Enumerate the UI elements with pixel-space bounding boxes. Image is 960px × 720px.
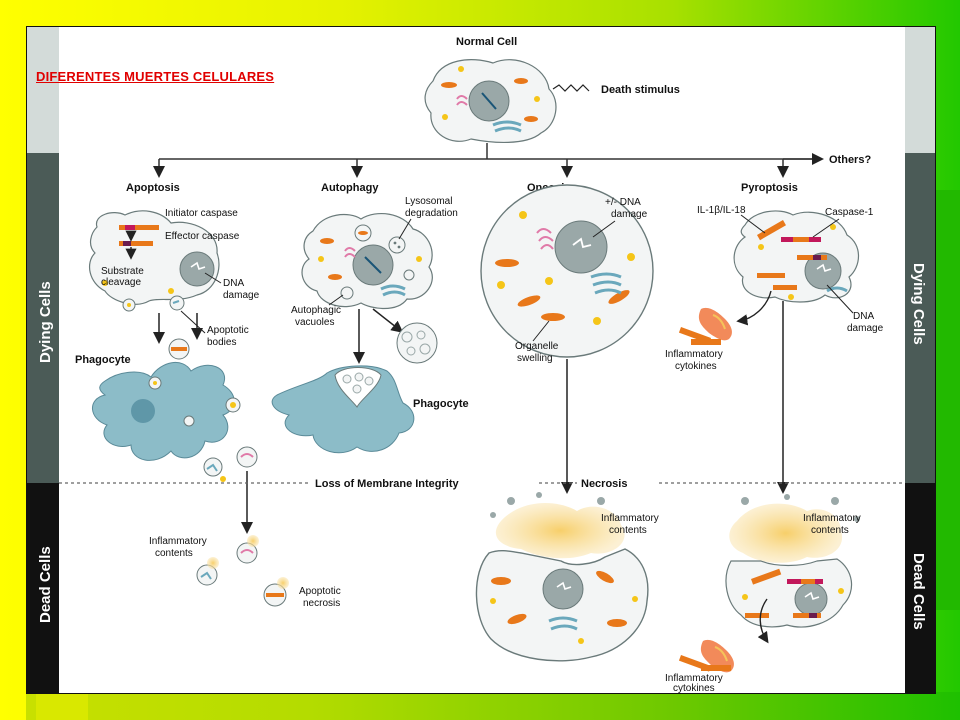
pyro-dna-label-1: DNA xyxy=(853,311,874,322)
lysosomal-label-2: degradation xyxy=(405,208,458,219)
caspase-1-label: Caspase-1 xyxy=(825,207,874,218)
pyro-cytokines-label-2: cytokines xyxy=(675,361,717,372)
oncosis-dna-label-2: damage xyxy=(611,209,648,220)
dying-cells-left-label: Dying Cells xyxy=(37,281,54,363)
right-decorative-bar xyxy=(934,190,960,610)
pyro-dead-cytokines-label-1: Inflammatory xyxy=(665,673,723,684)
bottom-decorative-square xyxy=(36,692,88,720)
apoptotic-necrosis-bodies xyxy=(196,535,289,607)
pyroptosis-dead-cell xyxy=(725,494,860,628)
diagram-panel: Dying Cells Dying Cells Dead Cells Dead … xyxy=(26,26,936,694)
dead-cells-right-label: Dead Cells xyxy=(910,553,927,630)
autophagic-vacuoles-label-1: Autophagic xyxy=(291,305,341,316)
pyro-dna-label-2: damage xyxy=(847,323,884,334)
branch-lines xyxy=(153,143,824,178)
autophagic-vacuoles-label-2: vacuoles xyxy=(295,317,334,328)
pyroptosis-cytokine-arrow xyxy=(736,290,772,326)
apoptosis-title: Apoptosis xyxy=(126,182,180,194)
il-label: IL-1β/IL-18 xyxy=(697,205,746,216)
apoptosis-phagocyte-label: Phagocyte xyxy=(75,354,131,366)
lysosomal-label-1: Lysosomal xyxy=(405,196,452,207)
oncosis-inflam-label-2: contents xyxy=(609,525,647,536)
cell-death-diagram: Dying Cells Dying Cells Dead Cells Dead … xyxy=(27,27,935,693)
bottom-decorative-bar xyxy=(26,692,960,720)
pyroptosis-cell xyxy=(733,210,860,303)
substrate-label-2: cleavage xyxy=(101,277,141,288)
pyro-dead-cytokines xyxy=(678,639,734,673)
autophagy-title: Autophagy xyxy=(321,182,379,194)
apoptosis-free-bodies xyxy=(203,446,258,482)
normal-cell xyxy=(424,59,557,144)
oncosis-inflam-label-1: Inflammatory xyxy=(601,513,659,524)
pyro-dead-arrow xyxy=(757,598,769,644)
organelle-swelling-label-2: swelling xyxy=(517,353,553,364)
others-label: Others? xyxy=(829,154,871,166)
autophagy-arrow-2 xyxy=(372,308,404,333)
death-stimulus-wave xyxy=(552,84,590,92)
apoptotic-body-group xyxy=(168,338,190,360)
pyro-dead-inflam-label-1: Inflammatory xyxy=(803,513,861,524)
pyro-cytokines xyxy=(678,307,732,345)
autophagy-phagocyte xyxy=(271,365,415,454)
oncosis-cell xyxy=(480,184,654,358)
apoptosis-dna-label-2: damage xyxy=(223,290,260,301)
slide-title: DIFERENTES MUERTES CELULARES xyxy=(36,69,275,84)
substrate-label-1: Substrate xyxy=(101,266,144,277)
loss-of-membrane-label: Loss of Membrane Integrity xyxy=(315,478,460,490)
apoptotic-necrosis-label-2: necrosis xyxy=(303,598,340,609)
apoptosis-inflammatory-label-1: Inflammatory xyxy=(149,536,207,547)
apoptosis-cell xyxy=(88,210,220,312)
apoptosis-phagocyte xyxy=(92,362,241,461)
autophagy-phagocyte-label: Phagocyte xyxy=(413,398,469,410)
necrosis-label: Necrosis xyxy=(581,478,627,490)
organelle-swelling-label-1: Organelle xyxy=(515,341,559,352)
apoptotic-bodies-label-2: bodies xyxy=(207,337,236,348)
pyro-cytokines-label-1: Inflammatory xyxy=(665,349,723,360)
pyroptosis-title: Pyroptosis xyxy=(741,182,798,194)
dead-cells-left-label: Dead Cells xyxy=(37,546,54,623)
autophagic-vesicle xyxy=(396,322,438,364)
pyro-dead-cytokines-label-2: cytokines xyxy=(673,683,715,693)
initiator-caspase-label: Initiator caspase xyxy=(165,208,238,219)
apoptosis-dna-label-1: DNA xyxy=(223,278,244,289)
oncosis-dna-label-1: +/- DNA xyxy=(605,197,641,208)
normal-cell-label: Normal Cell xyxy=(456,36,517,48)
dying-cells-right-label: Dying Cells xyxy=(910,263,927,345)
autophagy-cell xyxy=(301,212,433,310)
effector-caspase-label: Effector caspase xyxy=(165,231,240,242)
pyro-dead-inflam-label-2: contents xyxy=(811,525,849,536)
apoptosis-inflammatory-label-2: contents xyxy=(155,548,193,559)
death-stimulus-label: Death stimulus xyxy=(601,84,680,96)
apoptotic-necrosis-label-1: Apoptotic xyxy=(299,586,341,597)
oncosis-dead-cell xyxy=(475,492,649,662)
side-bands xyxy=(27,27,935,693)
apoptotic-bodies-label-1: Apoptotic xyxy=(207,325,249,336)
